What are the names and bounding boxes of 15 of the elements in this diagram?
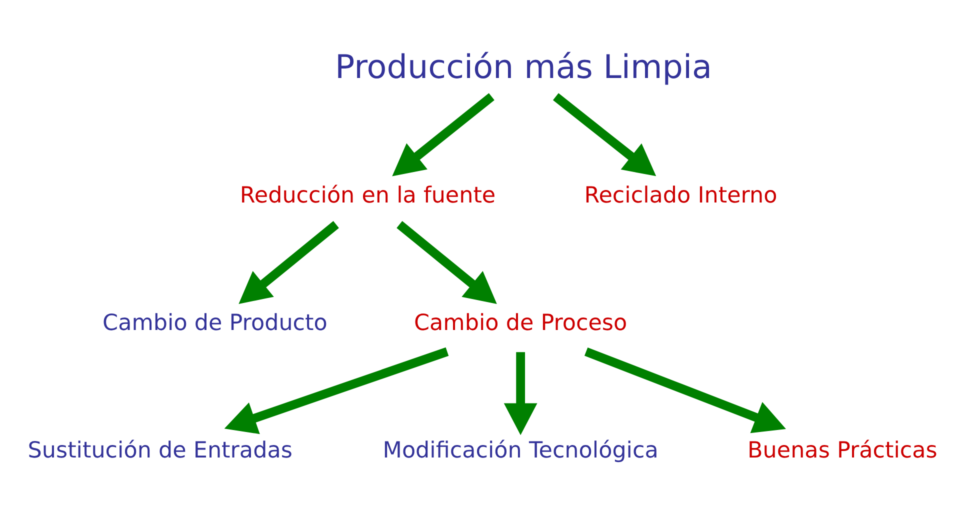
node-text: Sustitución de Entradas: [28, 437, 292, 464]
arrow: [552, 92, 656, 176]
node-text: Cambio de Proceso: [414, 309, 628, 336]
node-text: Buenas Prácticas: [748, 437, 938, 464]
node-text: Cambio de Producto: [102, 309, 328, 336]
arrow: [396, 220, 497, 304]
node-text: Modificación Tecnológica: [382, 437, 658, 464]
node-text: Reciclado Interno: [584, 182, 778, 208]
arrow: [224, 346, 449, 434]
arrow: [238, 220, 339, 304]
arrow: [504, 352, 538, 435]
arrow: [584, 346, 786, 433]
arrow: [392, 92, 494, 176]
node-text: Reducción en la fuente: [240, 182, 496, 208]
node-text: Producción más Limpia: [335, 47, 712, 86]
